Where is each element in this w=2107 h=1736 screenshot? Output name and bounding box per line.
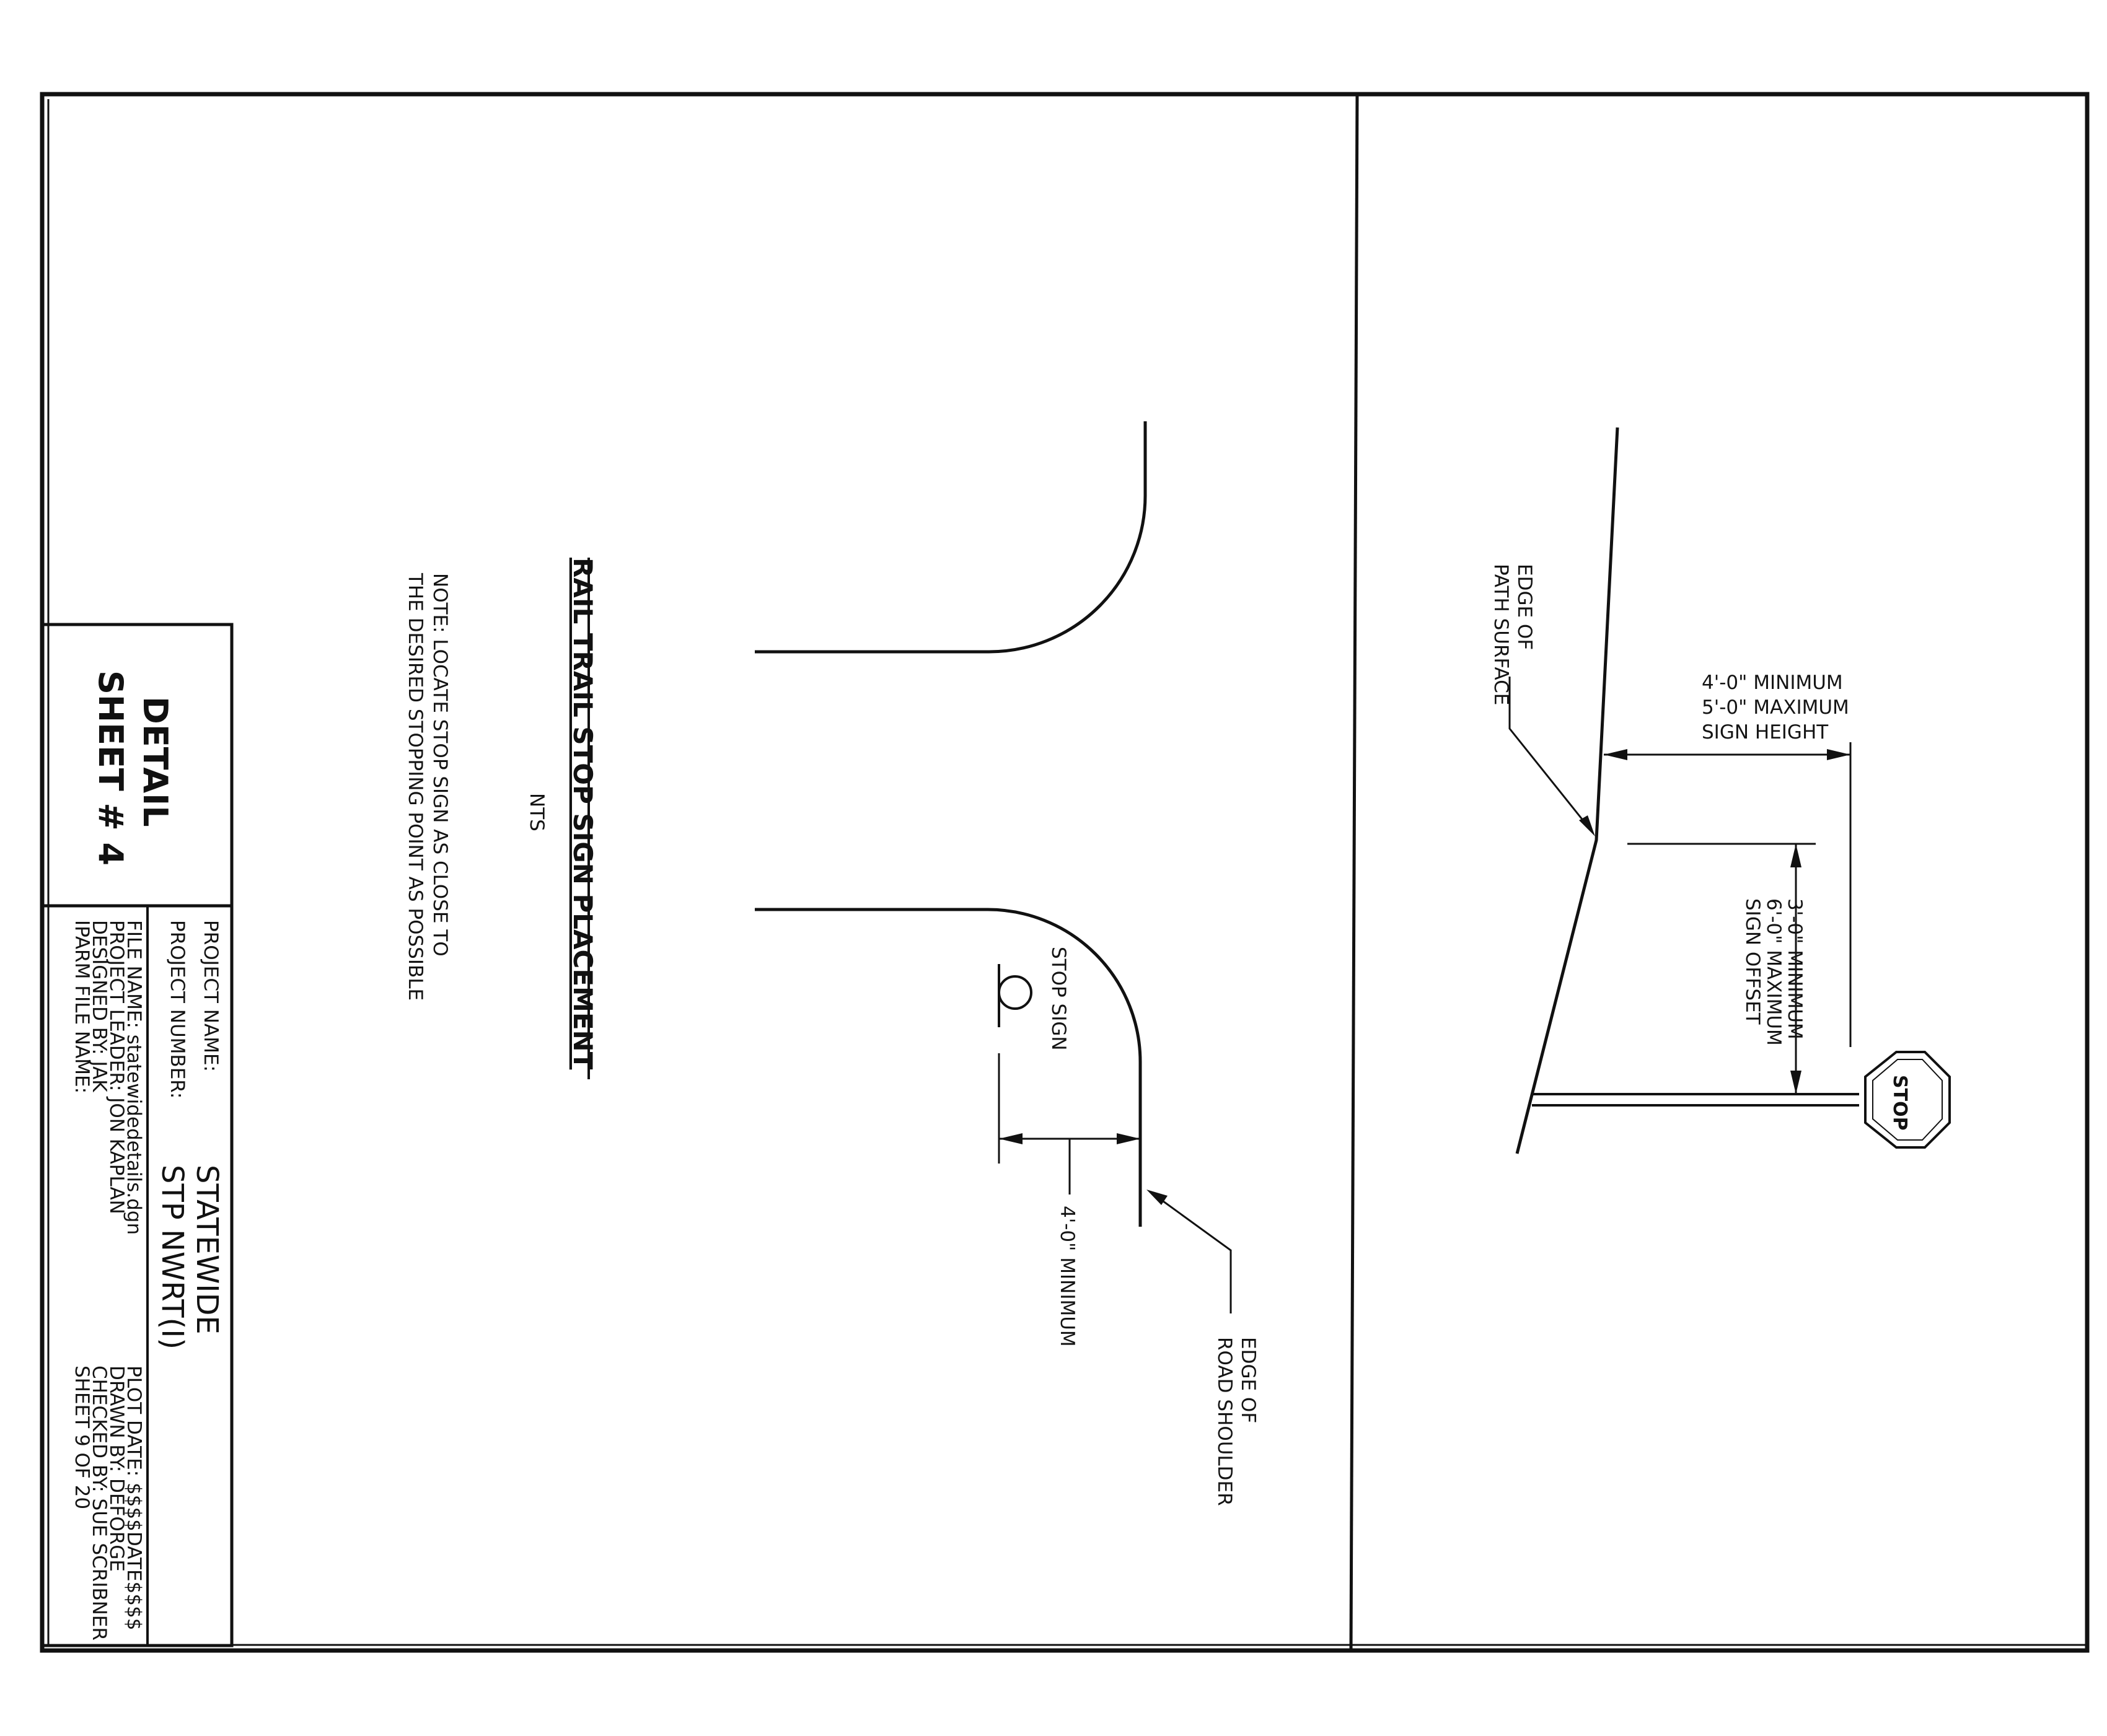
title-block: DETAIL SHEET # 4 PROJECT NAME: STATEWIDE… <box>40 623 234 1647</box>
stop-sign-octagon <box>1864 1051 1951 1149</box>
stop-sign-label: STOP SIGN <box>1047 947 1070 1051</box>
offset-arrow-bottom <box>1790 1071 1801 1094</box>
offset-label-3: SIGN OFFSET <box>1741 898 1764 1025</box>
sheet-title: SHEET # 4 <box>91 670 130 866</box>
drawing-title: RAIL TRAIL STOP SIGN PLACEMENT <box>568 558 598 1070</box>
shoulder-leader <box>1153 1193 1232 1313</box>
drawn-by: DRAWN BY: DEFORGE <box>105 1366 128 1572</box>
iparm-file-name: IPARM FILE NAME: <box>71 920 93 1094</box>
elevation-view: STOP 4'-0" MINIMUM 5'-0" MAXIMUM SIGN HE… <box>1490 427 1951 1154</box>
project-name-label: PROJECT NAME: <box>200 920 222 1072</box>
designed-by: DESIGNED BY: JAK <box>88 920 110 1092</box>
road-edge-lower <box>755 908 1142 1227</box>
checked-by: CHECKED BY: SUE SCRIBNER <box>88 1366 110 1641</box>
project-number-label: PROJECT NUMBER: <box>166 920 188 1098</box>
note-line-1: NOTE: LOCATE STOP SIGN AS CLOSE TO <box>429 573 451 957</box>
shoulder-label-1: EDGE OF <box>1237 1337 1259 1423</box>
path-label-2: PATH SURFACE <box>1490 564 1512 705</box>
stop-sign-symbol <box>998 975 1032 1010</box>
project-leader: PROJECT LEADER: JON KAPLAN <box>105 920 128 1214</box>
height-arrow-left <box>1604 749 1627 760</box>
shoulder-arrow <box>1146 1190 1168 1205</box>
title-block-frame <box>40 623 234 1647</box>
sheet-count: SHEET 9 OF 20 <box>71 1366 93 1509</box>
outer-border <box>40 92 2090 1653</box>
shoulder-label-2: ROAD SHOULDER <box>1213 1337 1236 1506</box>
path-leader <box>1508 677 1590 828</box>
height-label-1: 4'-0" MINIMUM <box>1702 672 1843 694</box>
note-line-2: THE DESIRED STOPPING POINT AS POSSIBLE <box>404 572 426 1001</box>
stop-sign-octagon-inner <box>1872 1059 1943 1141</box>
offset-arrow-left <box>999 1133 1023 1144</box>
plot-date: PLOT DATE: $$$$DATE$$$$ <box>123 1366 145 1630</box>
detail-title: DETAIL <box>136 696 175 827</box>
road-edge-upper <box>755 421 1147 654</box>
offset-label: 4'-0" MINIMUM <box>1056 1206 1078 1347</box>
path-label-1: EDGE OF <box>1513 564 1536 650</box>
offset-arrow-right <box>1117 1133 1140 1144</box>
project-name-value: STATEWIDE <box>190 1165 224 1335</box>
height-label-2: 5'-0" MAXIMUM <box>1702 696 1849 719</box>
height-arrow-right <box>1827 749 1850 760</box>
path-arrow <box>1579 815 1595 836</box>
project-number-value: STP NWRT(I) <box>155 1165 190 1349</box>
offset-label-2: 6'-0" MAXIMUM <box>1762 898 1785 1046</box>
panel-divider <box>1349 94 1359 1651</box>
stop-sign-text: STOP <box>1889 1075 1911 1131</box>
height-label-3: SIGN HEIGHT <box>1702 721 1829 743</box>
file-name: FILE NAME: statewidedetails.dgn <box>123 920 145 1235</box>
offset-arrow-top <box>1790 844 1801 867</box>
path-surface-edge <box>1515 427 1619 1154</box>
drawing-title-group: RAIL TRAIL STOP SIGN PLACEMENT NTS NOTE:… <box>404 558 598 1079</box>
plan-view: STOP SIGN 4'-0" MINIMUM EDGE OF ROAD SHO… <box>755 421 1259 1506</box>
scale-label: NTS <box>526 793 548 831</box>
offset-label-1: 3'-0" MINIMUM <box>1784 898 1806 1040</box>
